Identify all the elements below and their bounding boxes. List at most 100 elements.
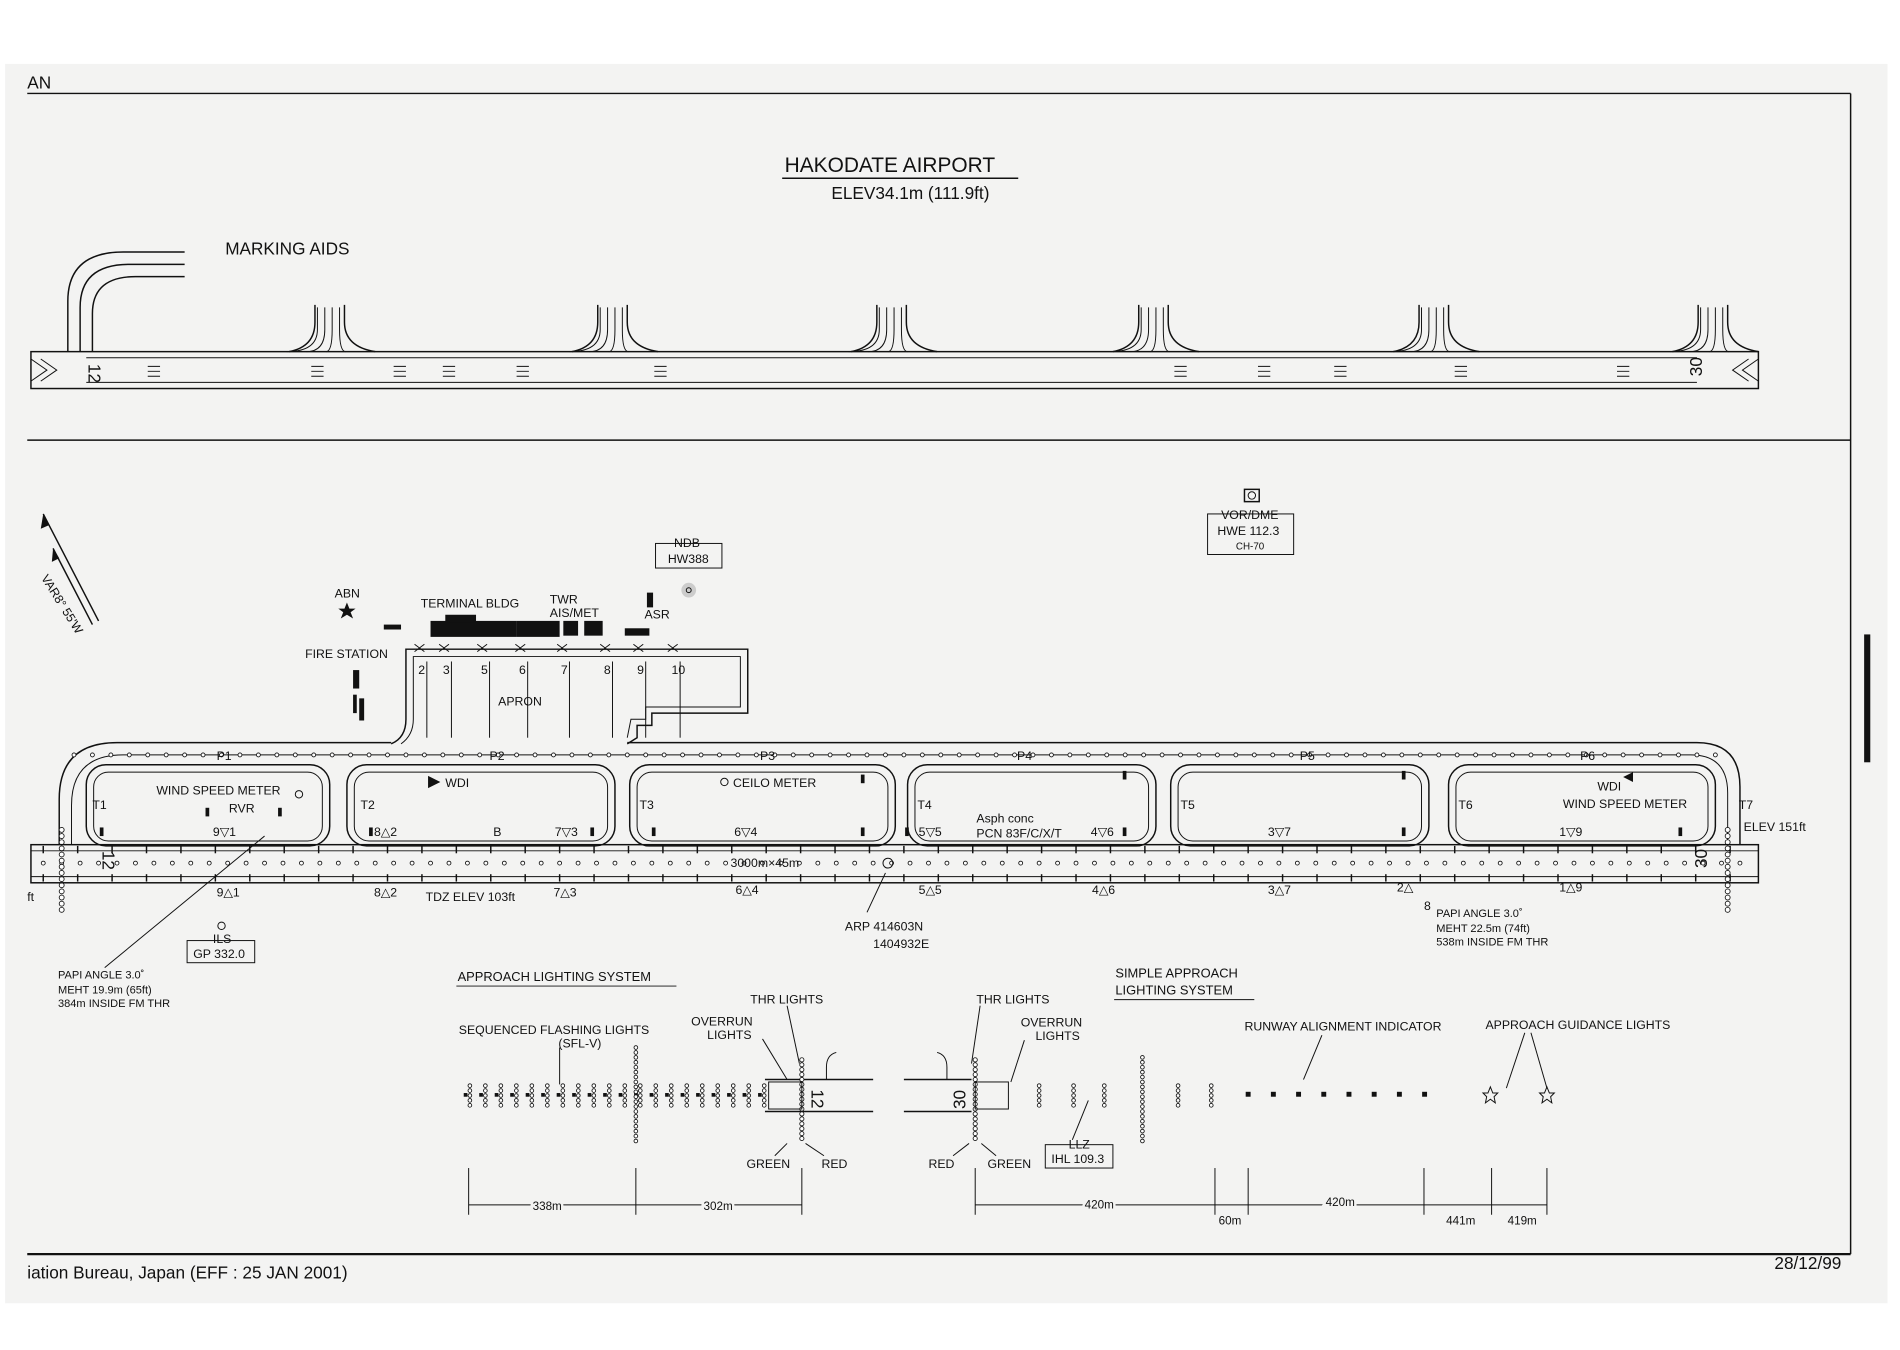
approach-light: [545, 1098, 550, 1103]
approach-light: [498, 1098, 504, 1103]
green-right: GREEN: [987, 1157, 1031, 1171]
taxiway-light: [1067, 752, 1073, 758]
threshold-light: [58, 906, 65, 913]
taxiway-stub: [868, 307, 888, 353]
approach-light: [483, 1098, 488, 1103]
runway-centerline-light: [575, 860, 581, 866]
taxiway-label-t4: T4: [917, 798, 932, 812]
crossbar-light: [633, 1055, 639, 1060]
distance-marker: 2△: [1397, 880, 1414, 894]
fire-station-label: FIRE STATION: [305, 647, 388, 661]
runway-centerline-light: [335, 860, 341, 866]
dimension-label: 420m: [1326, 1196, 1355, 1209]
approach-light: [529, 1083, 535, 1088]
taxiway-stub-edge: [289, 304, 376, 353]
twr-label: TWR: [550, 593, 578, 607]
papi-30-angle: PAPI ANGLE 3.0˚: [1436, 908, 1522, 920]
sfl-light: [603, 1093, 607, 1097]
approach-light: [638, 1088, 643, 1093]
approach-light: [1140, 1084, 1145, 1090]
approach-light: [529, 1088, 535, 1093]
taxiway-light: [1399, 752, 1405, 758]
crossbar-light: [633, 1045, 639, 1050]
runway-centerline-light: [188, 860, 194, 866]
approach-light: [622, 1093, 628, 1098]
approach-light: [607, 1098, 612, 1103]
arp-lat: ARP 414603N: [845, 920, 923, 934]
gate-icon: [667, 643, 678, 653]
distance-marker: 9▽1: [213, 825, 236, 839]
approach-light: [514, 1103, 519, 1108]
runway-centerline-light: [1055, 860, 1060, 866]
threshold-light: [972, 1131, 978, 1137]
runway-centerline-light: [1110, 860, 1116, 866]
ndb-box: NDB HW388: [655, 536, 723, 598]
distance-marker: 1▽9: [1559, 825, 1582, 839]
taxiway-light: [735, 752, 741, 758]
runway: [30, 843, 1760, 884]
crossbar-light: [633, 1138, 639, 1144]
taxiway-light: [809, 752, 815, 758]
svg-text:HW388: HW388: [668, 552, 709, 566]
taxiway-light: [1676, 752, 1681, 758]
sfl-light: [572, 1093, 576, 1097]
taxiway-light: [477, 752, 483, 758]
crossbar-light: [633, 1050, 639, 1055]
taxiway-light: [790, 752, 796, 758]
taxiway-light: [1122, 752, 1128, 758]
wind-speed-meter-east: WIND SPEED METER: [1563, 797, 1687, 811]
threshold-light: [58, 863, 65, 870]
runway-centerline-light: [741, 860, 747, 866]
sfl-light: [727, 1093, 731, 1097]
runway-centerline-light: [1239, 860, 1245, 866]
approach-light: [545, 1093, 550, 1098]
threshold-light: [799, 1126, 805, 1132]
runway-centerline-light: [428, 860, 433, 866]
taxiway-light: [200, 752, 206, 758]
taxiway-loop: [346, 764, 616, 847]
taxiway-light: [846, 752, 851, 758]
taxiway-light: [237, 752, 243, 758]
runway-centerline-light: [1258, 860, 1263, 866]
distance-marker: 1△9: [1559, 880, 1582, 894]
dimension-label: 60m: [1219, 1215, 1242, 1228]
approach-light: [730, 1088, 736, 1093]
papi-12-meht: MEHT 19.9m (65ft): [58, 984, 152, 996]
sals-title-1: SIMPLE APPROACH: [1115, 965, 1237, 980]
taxiway-loop-inner: [353, 771, 609, 842]
runway-marking: [442, 365, 456, 377]
approach-light: [576, 1083, 581, 1088]
runway-centerline-light: [796, 860, 802, 866]
stand-number: 3: [443, 663, 450, 677]
runway-centerline-light: [243, 860, 249, 866]
dimension-label: 441m: [1446, 1215, 1475, 1228]
buildings: [353, 592, 654, 721]
approach-light: [730, 1083, 736, 1088]
runway-centerline-light: [1608, 860, 1614, 866]
distance-marker: 8: [1424, 899, 1431, 913]
approach-light: [607, 1088, 612, 1093]
sfl-light: [587, 1093, 592, 1097]
crossbar-light: [633, 1079, 639, 1085]
sign-icon: [1401, 770, 1406, 780]
runway-centerline-light: [1073, 860, 1079, 866]
approach-light: [1208, 1083, 1214, 1088]
threshold-light: [972, 1136, 978, 1142]
taxiway-loop: [1447, 764, 1717, 847]
approach-light: [1208, 1088, 1214, 1093]
approach-light: [1140, 1089, 1145, 1095]
taxiway-light: [975, 752, 981, 758]
threshold-light: [1724, 845, 1731, 852]
taxiway-loop: [906, 764, 1157, 847]
approach-light: [1175, 1098, 1181, 1103]
rai-light: [1346, 1091, 1352, 1097]
overrun-left-1: OVERRUN: [691, 1014, 752, 1028]
threshold-light: [58, 888, 65, 895]
approach-light: [1036, 1083, 1042, 1088]
taxiway-label-t7: T7: [1739, 798, 1754, 812]
taxiway-stub: [1149, 307, 1157, 353]
taxiway-stub: [1709, 307, 1716, 353]
sign-icon: [1122, 827, 1127, 837]
